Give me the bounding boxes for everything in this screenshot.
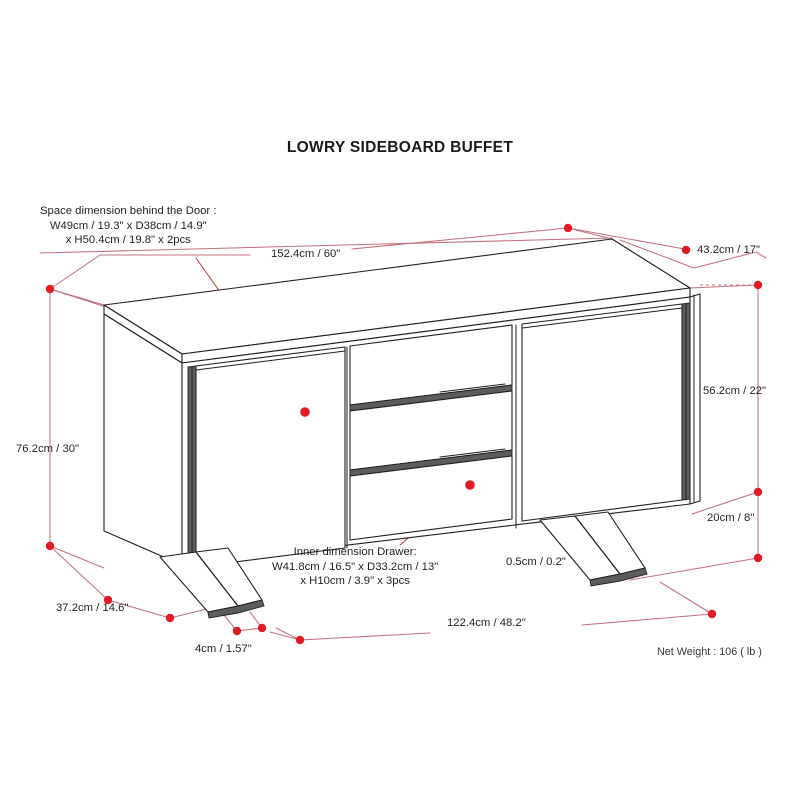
drawers-group [346, 324, 517, 549]
dot-left-bottom [45, 541, 55, 551]
extline-right-top-solid [689, 284, 759, 289]
dot-base-width-right [707, 609, 717, 619]
extline-top-back-right [567, 227, 613, 240]
label-base-width: 122.4cm / 48.2" [447, 617, 526, 629]
extline-right-bottom-solid [629, 557, 759, 581]
cabinet-right-end-panel [689, 293, 701, 505]
dot-leg-offset-a [232, 626, 242, 636]
left-door-top-shadow [195, 350, 346, 371]
dot-depth-bottom-mid [165, 613, 175, 623]
annotation-door-space: Space dimension behind the Door : W49cm … [40, 204, 216, 248]
label-net-weight: Net Weight : 106 ( lb ) [657, 646, 762, 658]
door-space-line-2: W49cm / 19.3" x D38cm / 14.9" [49, 219, 207, 232]
extline-left-bottom [49, 545, 105, 569]
right-door-group [521, 302, 691, 522]
page-title: LOWRY SIDEBOARD BUFFET [286, 139, 514, 156]
dot-right-bottom [753, 553, 763, 563]
dimline-base-width-right [581, 613, 713, 626]
leg-left-crease [195, 551, 239, 607]
dot-leader-drawer-end [465, 480, 475, 490]
drawer-bottom [349, 455, 513, 541]
drawer-top-pull [439, 383, 506, 393]
dot-top-width-right [563, 223, 573, 233]
leader-door-space-bracket [39, 237, 613, 254]
dot-leader-door-end [300, 407, 310, 417]
right-door-panel [521, 303, 683, 522]
extline-right-mid-solid [691, 491, 759, 515]
left-door-panel [195, 346, 346, 568]
extline-depth-right [755, 251, 767, 259]
label-leg-thickness: 0.5cm / 0.2" [506, 556, 566, 568]
label-depth-top-right: 43.2cm / 17" [697, 244, 761, 256]
drawer-inner-line-2: W41.8cm / 16.5" x D33.2cm / 13" [272, 560, 439, 573]
dot-right-mid [753, 487, 763, 497]
legs-group [159, 511, 648, 619]
left-door-group [187, 346, 346, 569]
drawer-middle-pull [439, 448, 506, 458]
label-body-height: 56.2cm / 22" [703, 385, 767, 397]
dimline-base-width-left [269, 631, 431, 641]
dot-depth-right-top [681, 245, 691, 255]
dot-base-width-left [295, 635, 305, 645]
drawer-inner-line-3: x H10cm / 3.9" x 3pcs [300, 575, 410, 587]
label-depth-bottom-left: 37.2cm / 14.6" [56, 602, 129, 614]
dimline-depth-bottom-left [49, 545, 109, 601]
extline-left-top [49, 288, 105, 306]
dimline-depth-top-right [619, 239, 695, 269]
dimline-overall-width [49, 254, 251, 290]
door-space-line-3: x H50.4cm / 19.8" x 2pcs [65, 234, 191, 246]
dot-top-left [45, 284, 55, 294]
extline-base-right [659, 581, 713, 615]
extline-base-left [275, 627, 301, 641]
leg-right-crease [574, 515, 621, 575]
dimline-depth-top-right-b [693, 251, 757, 269]
label-leg-offset: 4cm / 1.57" [195, 643, 252, 655]
label-leg-height: 20cm / 8" [707, 512, 755, 524]
annotation-drawer-inner: Inner dimension Drawer: W41.8cm / 16.5" … [272, 545, 438, 589]
right-door-top-shadow [521, 307, 683, 329]
dot-depth-right-corner [753, 280, 763, 290]
dimline-overall-width-right [351, 227, 691, 251]
drawer-inner-line-1: Inner dimension Drawer: [293, 546, 417, 558]
dot-depth-bottom-left [103, 595, 113, 605]
label-overall-height: 76.2cm / 30" [16, 443, 80, 455]
door-space-line-1: Space dimension behind the Door : [40, 205, 217, 217]
dimline-depth-bottom-left-b [107, 599, 171, 619]
dot-leg-offset-b [257, 623, 267, 633]
dimension-endpoint-dots [45, 223, 763, 645]
label-overall-width: 152.4cm / 60" [271, 248, 341, 260]
